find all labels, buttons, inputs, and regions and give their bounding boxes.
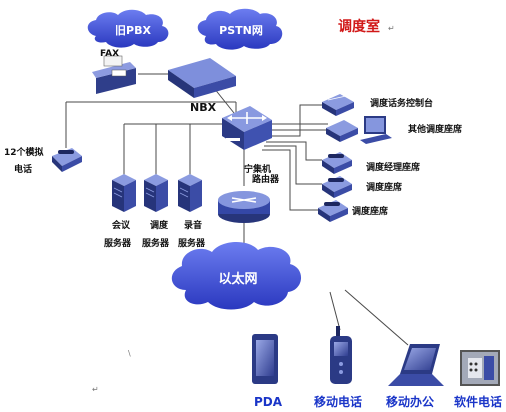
tower-server-icon: [144, 174, 168, 212]
desk-phone-icon: [318, 200, 348, 222]
console-phone-icon: [322, 94, 354, 116]
mobile-phone-icon: [330, 326, 352, 384]
router-label-line-1: 宁集机: [244, 163, 271, 175]
connection-lines: [65, 73, 409, 346]
console-label: 调度话务控制台: [370, 97, 433, 109]
nbx-chassis-icon: [168, 58, 236, 98]
analog-phone-label-line-1: 12个模拟: [4, 146, 44, 158]
mobile-phone-label: 移动电话: [314, 394, 362, 409]
dispatch-seat-label: 调度座席: [366, 181, 402, 193]
tower-server-icon: [112, 174, 136, 212]
other-seats-label: 其他调度座席: [408, 123, 462, 135]
pbx-cloud-label: 旧PBX: [115, 24, 151, 37]
switch-icon: [222, 106, 272, 150]
laptop-icon: [388, 344, 444, 386]
dispatch-server-label-line-1: 调度: [150, 219, 169, 231]
page-title: 调度室: [338, 18, 380, 35]
manager-seat-label: 调度经理座席: [366, 161, 420, 173]
workstation-icon: [326, 116, 392, 144]
desk-phone-icon: [322, 152, 352, 174]
router-label-line-2: 路由器: [252, 173, 280, 185]
soft-phone-label: 软件电话: [454, 394, 502, 409]
tower-server-icon: [178, 174, 202, 212]
fax-label: FAX: [100, 49, 119, 59]
internet-cloud: 以太网: [171, 241, 302, 310]
recording-server-label-line-1: 录音: [184, 219, 202, 231]
desk-phone-icon: [322, 176, 352, 198]
return-mark-bottom: ↵: [92, 385, 99, 394]
pda-label: PDA: [254, 395, 283, 409]
pda-icon: [252, 334, 278, 384]
conference-server-label-line-1: 会议: [112, 219, 131, 231]
return-mark: ↵: [388, 24, 395, 33]
softphone-screen-icon: [460, 350, 500, 386]
nbx-label: NBX: [190, 101, 217, 114]
desk-phone-icon: [52, 148, 82, 172]
pstn-cloud-label: PSTN网: [219, 24, 263, 37]
recording-server-label-line-2: 服务器: [178, 237, 206, 249]
pstn-cloud: PSTN网: [197, 8, 283, 50]
cursor-mark: \: [128, 349, 131, 358]
dispatch-server-label-line-2: 服务器: [142, 237, 170, 249]
fax-icon: [92, 55, 136, 94]
analog-phone-label-line-2: 电话: [14, 163, 32, 175]
mobile-office-label: 移动办公: [386, 394, 434, 409]
router-icon: [218, 191, 270, 223]
old-pbx-cloud: 旧PBX: [87, 9, 169, 48]
conference-server-label-line-2: 服务器: [104, 237, 132, 249]
internet-cloud-label: 以太网: [218, 271, 257, 287]
dispatch-seat-2-label: 调度座席: [352, 205, 388, 217]
